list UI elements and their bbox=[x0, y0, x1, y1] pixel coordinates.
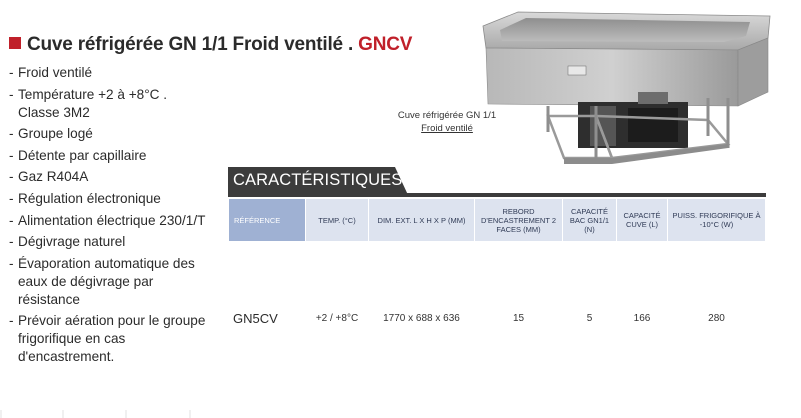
feature-item: Alimentation électrique 230/1/T bbox=[9, 212, 209, 230]
cell-puissance: 280 bbox=[708, 312, 725, 324]
caption-line-1: Cuve réfrigérée GN 1/1 bbox=[397, 110, 497, 121]
product-code: GNCV bbox=[358, 34, 413, 55]
page-edge-ticks bbox=[0, 410, 191, 418]
section-title: CARACTÉRISTIQUES bbox=[233, 171, 403, 189]
header-capacite-bac: CAPACITÉ BAC GN1/1 (N) bbox=[563, 199, 616, 241]
page-title: Cuve réfrigérée GN 1/1 Froid ventilé . G… bbox=[9, 34, 412, 56]
header-puissance: PUISS. FRIGORIFIQUE À -10°C (W) bbox=[668, 199, 765, 241]
feature-item: Groupe logé bbox=[9, 125, 209, 143]
cell-rebord: 15 bbox=[512, 312, 525, 324]
cell-capacite-cuve: 166 bbox=[633, 312, 651, 324]
caption-line-2: Froid ventilé bbox=[421, 123, 473, 134]
product-image bbox=[482, 11, 771, 164]
title-text: Cuve réfrigérée GN 1/1 Froid ventilé . bbox=[27, 34, 359, 55]
feature-item: Froid ventilé bbox=[9, 64, 209, 82]
header-rebord: REBORD D'ENCASTREMENT 2 FACES (MM) bbox=[475, 199, 562, 241]
feature-item: Température +2 à +8°C . Classe 3M2 bbox=[9, 86, 209, 122]
cell-dimensions: 1770 x 688 x 636 bbox=[383, 312, 460, 324]
product-caption: Cuve réfrigérée GN 1/1 Froid ventilé bbox=[382, 109, 512, 135]
cell-reference: GN5CV bbox=[233, 310, 278, 326]
header-temp: TEMP. (°C) bbox=[306, 199, 368, 241]
header-reference: RÉFÉRENCE bbox=[229, 199, 305, 241]
cell-temp: +2 / +8°C bbox=[315, 312, 359, 324]
section-divider bbox=[228, 193, 766, 197]
title-square-bullet bbox=[9, 37, 21, 49]
table-header-row: RÉFÉRENCE TEMP. (°C) DIM. EXT. L X H X P… bbox=[229, 199, 765, 241]
feature-item: Détente par capillaire bbox=[9, 147, 209, 165]
feature-item: Régulation électronique bbox=[9, 190, 209, 208]
section-tab-shape bbox=[228, 167, 408, 195]
spec-table: RÉFÉRENCE TEMP. (°C) DIM. EXT. L X H X P… bbox=[228, 199, 766, 395]
cell-capacite-bac: 5 bbox=[586, 312, 593, 324]
feature-list: Froid ventilé Température +2 à +8°C . Cl… bbox=[9, 64, 209, 370]
feature-item: Évaporation automatique des eaux de dégi… bbox=[9, 255, 209, 309]
section-tab: CARACTÉRISTIQUES bbox=[228, 167, 408, 195]
feature-item: Dégivrage naturel bbox=[9, 233, 209, 251]
header-capacite-cuve: CAPACITÉ CUVE (L) bbox=[617, 199, 667, 241]
table-row: GN5CV +2 / +8°C 1770 x 688 x 636 15 5 16… bbox=[229, 241, 765, 395]
header-dimensions: DIM. EXT. L X H X P (MM) bbox=[369, 199, 474, 241]
feature-item: Gaz R404A bbox=[9, 168, 209, 186]
feature-item: Prévoir aération pour le groupe frigorif… bbox=[9, 312, 209, 366]
